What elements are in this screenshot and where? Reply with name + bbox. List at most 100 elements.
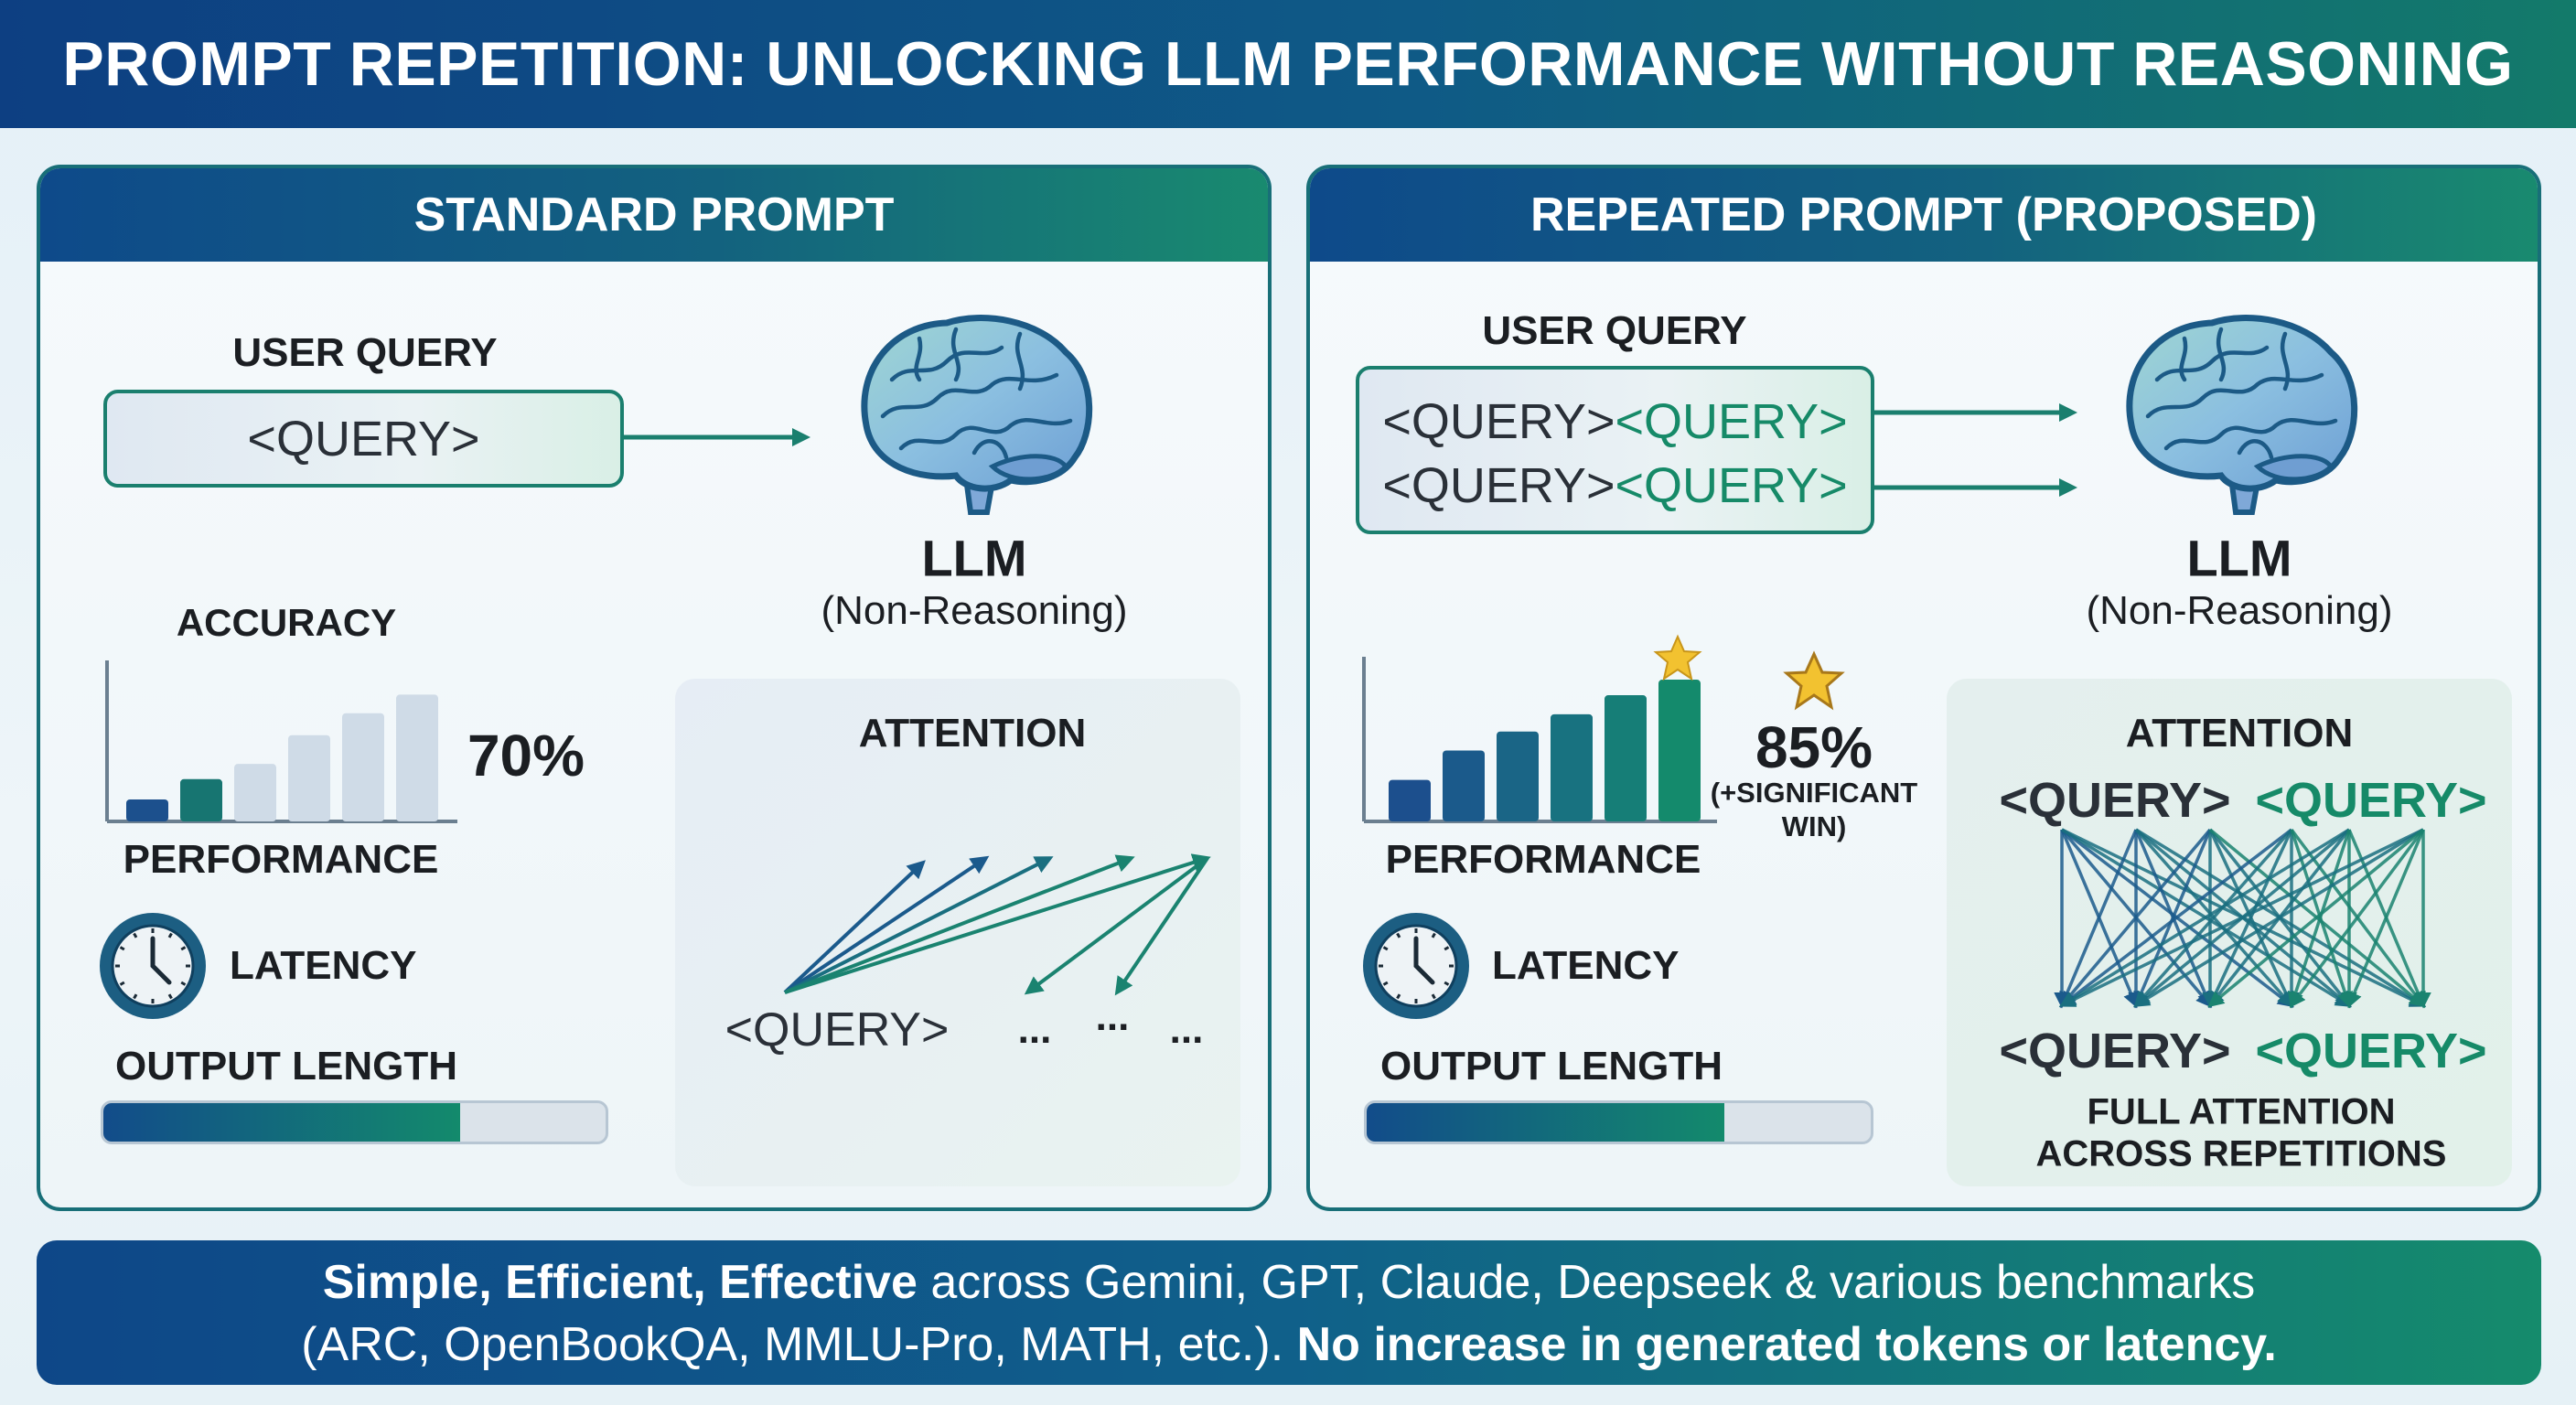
standard-accuracy-bar xyxy=(126,799,168,821)
brain-outline xyxy=(861,315,1093,492)
standard-accuracy-bar xyxy=(234,764,276,821)
clock-tick xyxy=(1396,932,1401,938)
repeated-accuracy-bar xyxy=(1605,695,1647,821)
repeated-user-query-label: USER QUERY xyxy=(1482,308,1747,353)
banner-line-2: (ARC, OpenBookQA, MMLU-Pro, MATH, etc.).… xyxy=(37,1317,2541,1372)
clock-icons xyxy=(100,913,1469,1019)
brain-outline xyxy=(2126,315,2358,492)
query-a: <QUERY> xyxy=(1382,458,1615,513)
brain-fold xyxy=(2237,439,2274,460)
standard-accuracy-value: 70% xyxy=(467,723,585,788)
repeated-performance-label: PERFORMANCE xyxy=(1385,837,1701,882)
clock-tick xyxy=(1431,932,1436,938)
repeated-accuracy-value: 85% xyxy=(1755,714,1873,780)
attention-arrow xyxy=(2059,828,2350,1007)
standard-panel-header: STANDARD PROMPT xyxy=(40,168,1268,262)
brain-icon xyxy=(2126,315,2358,515)
accuracy-charts xyxy=(105,657,1717,823)
brain-cerebellum xyxy=(988,454,1069,482)
attention-arrow xyxy=(2133,828,2424,1007)
attention-arrow xyxy=(784,853,1211,994)
repeated-panel-header: REPEATED PROMPT (PROPOSED) xyxy=(1310,168,2538,262)
clock-tick xyxy=(1382,981,1389,986)
brain-fold xyxy=(2216,327,2227,382)
clock-tick xyxy=(1444,981,1450,986)
attention-arrow xyxy=(2059,828,2212,1008)
standard-attention-label: ATTENTION xyxy=(858,711,1087,756)
standard-output-length-fill xyxy=(103,1103,460,1142)
clock-tick xyxy=(1444,946,1450,951)
clock-tick xyxy=(119,981,125,986)
brain-fold xyxy=(1014,331,1025,391)
repeated-accuracy-bar xyxy=(1389,779,1431,821)
attention-arrow xyxy=(784,854,1135,994)
standard-accuracy-bar xyxy=(288,735,330,821)
standard-accuracy-bar xyxy=(180,778,222,821)
attention-arrow xyxy=(2289,828,2425,1008)
repeated-latency-label: LATENCY xyxy=(1492,943,1680,988)
standard-output-length-bar xyxy=(101,1100,608,1144)
repeated-query-box: <QUERY><QUERY> <QUERY><QUERY> xyxy=(1356,366,1874,534)
repeated-llm-sub: (Non-Reasoning) xyxy=(2086,588,2393,633)
attention-caption-2: ACROSS REPETITIONS xyxy=(2035,1133,2447,1174)
attention-ellipsis: ... xyxy=(1095,994,1130,1039)
standard-query-text: <QUERY> xyxy=(247,411,480,467)
clock-icon xyxy=(1363,913,1469,1019)
brain-fold xyxy=(2163,418,2338,451)
attention-query-top-b: <QUERY> xyxy=(2255,773,2487,828)
attention-arrow xyxy=(2207,829,2293,1009)
banner-line-2-bold: No increase in generated tokens or laten… xyxy=(1296,1318,2277,1371)
attention-arrow xyxy=(2346,829,2425,1009)
attention-query-bottom-a: <QUERY> xyxy=(1999,1024,2231,1078)
banner-line-1-bold: Simple, Efficient, Effective xyxy=(322,1256,918,1309)
attention-arrow xyxy=(2059,828,2293,1008)
standard-accuracy-bar xyxy=(396,694,438,821)
repeated-attention-label: ATTENTION xyxy=(2125,711,2354,756)
attention-query-top-a: <QUERY> xyxy=(1999,773,2231,828)
attention-arrow xyxy=(1024,856,1209,995)
standard-attention-query: <QUERY> xyxy=(724,1003,950,1056)
clock-hands xyxy=(1413,936,1435,985)
attention-arrow xyxy=(2059,829,2138,1009)
page-title: PROMPT REPETITION: UNLOCKING LLM PERFORM… xyxy=(62,29,2514,99)
standard-accuracy-bar xyxy=(342,713,384,821)
repeated-query-line-2: <QUERY><QUERY> xyxy=(1359,457,1871,514)
repeated-output-length-bar xyxy=(1364,1100,1873,1144)
brain-fold xyxy=(2154,345,2270,382)
standard-user-query-label: USER QUERY xyxy=(232,330,498,375)
query-a: <QUERY> xyxy=(1382,394,1615,449)
repeated-accuracy-bar xyxy=(1443,750,1485,821)
brain-icon xyxy=(861,315,1093,515)
attention-arrow xyxy=(784,856,1054,994)
clock-tick xyxy=(167,993,173,1000)
clock-tick xyxy=(133,932,138,938)
brain-fold xyxy=(898,418,1073,451)
star-icon xyxy=(1653,634,1702,681)
query-b: <QUERY> xyxy=(1615,394,1848,449)
attention-arrow xyxy=(2133,828,2293,1008)
star-icon xyxy=(1783,650,1845,711)
attention-arrow xyxy=(2058,828,2424,1007)
repeated-panel-title: REPEATED PROMPT (PROPOSED) xyxy=(1530,188,2317,241)
standard-query-box: <QUERY> xyxy=(103,390,624,488)
banner-line-2-rest: (ARC, OpenBookQA, MMLU-Pro, MATH, etc.). xyxy=(301,1318,1297,1371)
brain-fold xyxy=(950,327,961,382)
attention-arrow xyxy=(783,855,990,994)
brain-cerebellum xyxy=(2253,454,2334,482)
repeated-accuracy-bar xyxy=(1497,731,1539,821)
attention-ellipsis: ... xyxy=(1017,1007,1052,1052)
standard-attention-box xyxy=(675,679,1240,1186)
clock-tick xyxy=(180,946,187,951)
standard-llm-sub: (Non-Reasoning) xyxy=(821,588,1128,633)
brain-fold xyxy=(914,336,923,382)
clock-hands xyxy=(150,936,172,985)
standard-performance-label: PERFORMANCE xyxy=(123,837,439,882)
brain-icons xyxy=(861,315,2358,515)
clock-icon xyxy=(100,913,206,1019)
attention-ellipsis: ... xyxy=(1169,1007,1204,1052)
brain-fold xyxy=(2179,336,2188,382)
attention-arrow xyxy=(783,860,926,994)
query-b: <QUERY> xyxy=(1615,458,1848,513)
brain-fold xyxy=(889,345,1004,382)
